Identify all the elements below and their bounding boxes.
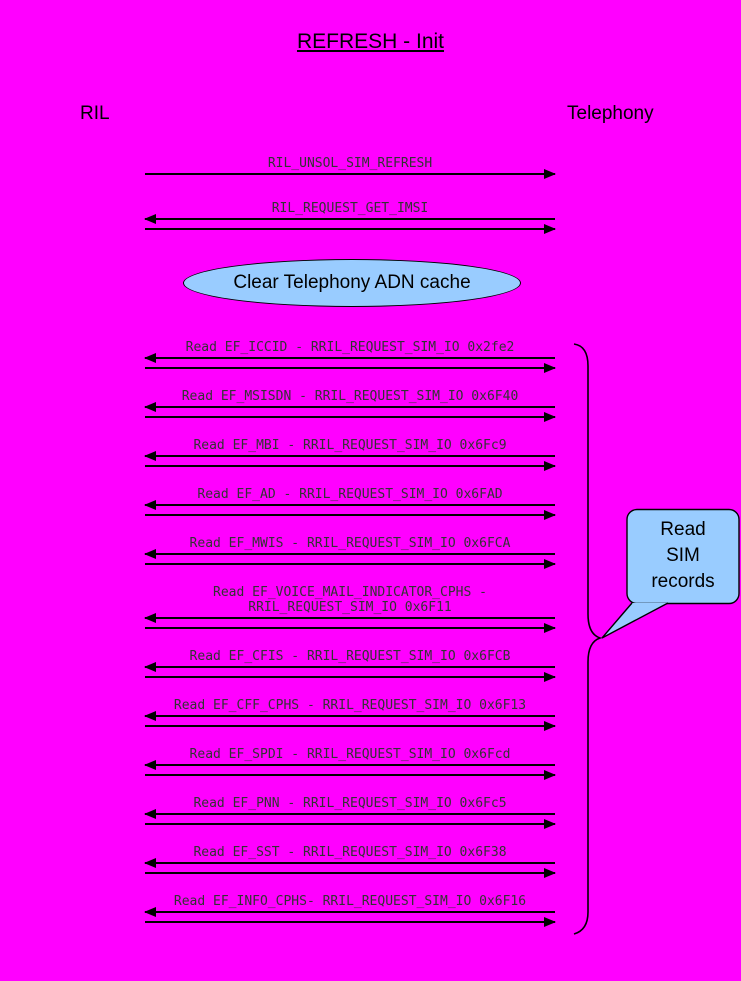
arrow-left-icon	[144, 760, 555, 770]
message-label: Read EF_MBI - RRIL_REQUEST_SIM_IO 0x6Fc9	[193, 438, 507, 453]
arrow-right-icon	[145, 559, 556, 569]
sim-read-messages: Read EF_ICCID - RRIL_REQUEST_SIM_IO 0x2f…	[144, 340, 556, 943]
actor-label-ril: RIL	[80, 103, 110, 124]
message-label: RIL_UNSOL_SIM_REFRESH	[267, 156, 433, 171]
message-row: RIL_REQUEST_GET_IMSI	[144, 201, 556, 234]
arrow-right-icon	[145, 770, 556, 780]
message-label: Read EF_AD - RRIL_REQUEST_SIM_IO 0x6FAD	[197, 487, 503, 502]
message-label: RIL_REQUEST_GET_IMSI	[271, 201, 429, 216]
message-label: Read EF_INFO_CPHS- RRIL_REQUEST_SIM_IO 0…	[173, 894, 527, 909]
arrow-left-icon	[144, 353, 555, 363]
message-row: Read EF_MSISDN - RRIL_REQUEST_SIM_IO 0x6…	[144, 389, 556, 422]
message-label: Read EF_ICCID - RRIL_REQUEST_SIM_IO 0x2f…	[185, 340, 515, 355]
message-row: Read EF_SPDI - RRIL_REQUEST_SIM_IO 0x6Fc…	[144, 747, 556, 780]
note-ellipse: Clear Telephony ADN cache	[183, 259, 521, 307]
message-label: Read EF_VOICE_MAIL_INDICATOR_CPHS - RRIL…	[213, 585, 487, 615]
arrow-left-icon	[144, 613, 555, 623]
arrow-left-icon	[144, 858, 555, 868]
top-messages: RIL_UNSOL_SIM_REFRESH RIL_REQUEST_GET_IM…	[144, 156, 556, 250]
message-row: Read EF_MWIS - RRIL_REQUEST_SIM_IO 0x6FC…	[144, 536, 556, 569]
message-row: Read EF_MBI - RRIL_REQUEST_SIM_IO 0x6Fc9	[144, 438, 556, 471]
actor-label-telephony: Telephony	[567, 103, 654, 124]
diagram-title: REFRESH - Init	[296, 30, 445, 53]
arrow-left-icon	[144, 451, 555, 461]
arrow-left-icon	[144, 662, 555, 672]
curly-brace	[573, 343, 603, 935]
arrow-left-icon	[144, 549, 555, 559]
arrow-left-icon	[144, 214, 555, 224]
message-row: Read EF_INFO_CPHS- RRIL_REQUEST_SIM_IO 0…	[144, 894, 556, 927]
message-row: Read EF_VOICE_MAIL_INDICATOR_CPHS - RRIL…	[144, 585, 556, 633]
message-row: Read EF_AD - RRIL_REQUEST_SIM_IO 0x6FAD	[144, 487, 556, 520]
arrow-right-icon	[145, 623, 556, 633]
message-row: Read EF_SST - RRIL_REQUEST_SIM_IO 0x6F38	[144, 845, 556, 878]
message-label: Read EF_CFF_CPHS - RRIL_REQUEST_SIM_IO 0…	[173, 698, 527, 713]
callout-bubble	[601, 508, 740, 639]
arrow-right-icon	[145, 412, 556, 422]
arrow-left-icon	[144, 500, 555, 510]
arrow-right-icon	[145, 819, 556, 829]
note-text: Clear Telephony ADN cache	[233, 272, 471, 293]
arrow-right-icon	[145, 721, 556, 731]
arrow-left-icon	[144, 907, 555, 917]
arrow-left-icon	[144, 402, 555, 412]
message-row: Read EF_ICCID - RRIL_REQUEST_SIM_IO 0x2f…	[144, 340, 556, 373]
arrow-right-icon	[145, 868, 556, 878]
arrow-right-icon	[145, 363, 556, 373]
message-label: Read EF_MSISDN - RRIL_REQUEST_SIM_IO 0x6…	[181, 389, 519, 404]
callout-text: Read SIM records	[651, 519, 715, 592]
arrow-right-icon	[145, 672, 556, 682]
message-label: Read EF_SPDI - RRIL_REQUEST_SIM_IO 0x6Fc…	[189, 747, 511, 762]
arrow-right-icon	[145, 224, 556, 234]
message-row: Read EF_PNN - RRIL_REQUEST_SIM_IO 0x6Fc5	[144, 796, 556, 829]
arrow-left-icon	[144, 711, 555, 721]
arrow-left-icon	[144, 809, 555, 819]
message-label: Read EF_MWIS - RRIL_REQUEST_SIM_IO 0x6FC…	[189, 536, 511, 551]
message-row: Read EF_CFF_CPHS - RRIL_REQUEST_SIM_IO 0…	[144, 698, 556, 731]
arrow-right-icon	[145, 169, 556, 179]
arrow-right-icon	[145, 917, 556, 927]
message-row: RIL_UNSOL_SIM_REFRESH	[145, 156, 556, 179]
message-row: Read EF_CFIS - RRIL_REQUEST_SIM_IO 0x6FC…	[144, 649, 556, 682]
message-label: Read EF_SST - RRIL_REQUEST_SIM_IO 0x6F38	[193, 845, 507, 860]
message-label: Read EF_CFIS - RRIL_REQUEST_SIM_IO 0x6FC…	[189, 649, 511, 664]
message-label: Read EF_PNN - RRIL_REQUEST_SIM_IO 0x6Fc5	[193, 796, 507, 811]
arrow-right-icon	[145, 510, 556, 520]
arrow-right-icon	[145, 461, 556, 471]
